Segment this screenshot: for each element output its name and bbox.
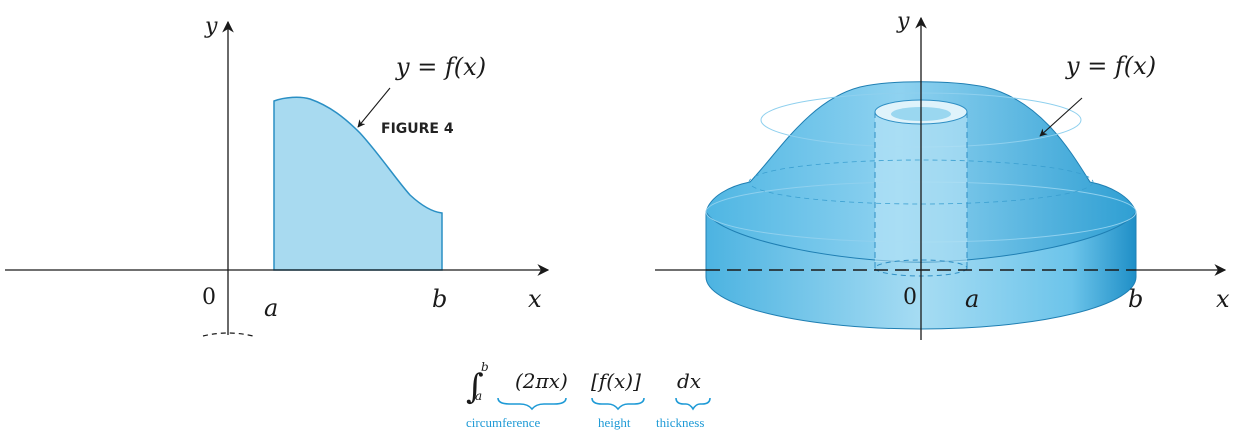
a-label: a xyxy=(965,285,979,313)
rotation-arc-hint xyxy=(202,332,254,337)
label-height: height xyxy=(598,415,631,430)
label-thickness: thickness xyxy=(656,415,704,430)
x-axis-label: x xyxy=(1216,285,1230,313)
x-axis-label: x xyxy=(528,285,542,313)
integral-upper-limit: b xyxy=(481,360,489,374)
region-under-curve xyxy=(273,96,443,271)
curve-pointer-arrow xyxy=(1039,97,1083,137)
y-axis-label: y xyxy=(204,14,218,39)
factor-circumference: (2πx) xyxy=(515,369,568,393)
y-axis-label: y xyxy=(896,9,910,34)
brace-height xyxy=(591,397,645,411)
label-circumference: circumference xyxy=(466,415,541,430)
factor-height: [f(x)] xyxy=(591,369,641,393)
curve-label: y = f(x) xyxy=(395,53,486,81)
integral-sign: ∫ xyxy=(466,367,484,407)
origin-label: 0 xyxy=(202,285,216,310)
left-graph: y x 0 a b y = f(x) FIGURE 4 xyxy=(5,14,550,337)
origin-label: 0 xyxy=(903,285,917,310)
brace-circumference xyxy=(497,397,567,411)
dome-inner-ellipse xyxy=(748,159,1094,205)
brace-thickness xyxy=(675,397,711,411)
curve-label: y = f(x) xyxy=(1065,52,1156,80)
integral-lower-limit: a xyxy=(475,389,482,403)
curve-pointer-arrow xyxy=(357,87,391,128)
figure-caption: FIGURE 4 xyxy=(381,121,454,137)
shell-volume-formula: ∫ b a (2πx) [f(x)] dx circumference heig… xyxy=(466,360,711,430)
b-label: b xyxy=(432,285,447,313)
a-label: a xyxy=(264,294,278,322)
b-label: b xyxy=(1128,285,1143,313)
factor-thickness: dx xyxy=(677,369,701,393)
right-graph: y x 0 a b y = f(x) xyxy=(655,9,1230,340)
